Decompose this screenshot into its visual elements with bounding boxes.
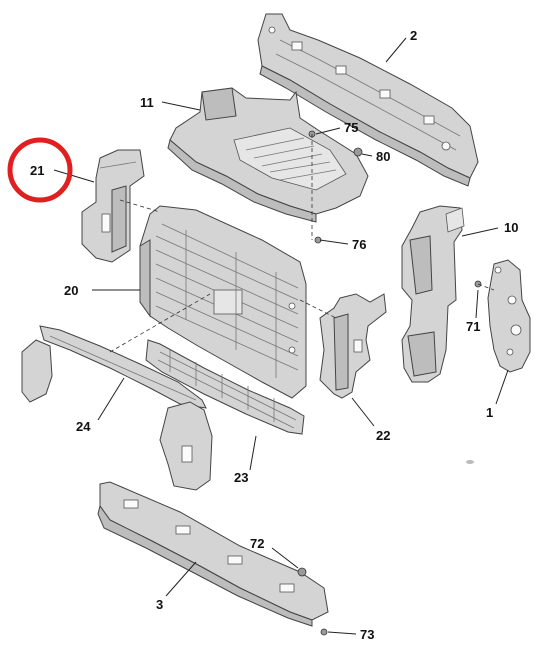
highlight-circle: [7, 137, 73, 203]
assembly-lines: [109, 134, 495, 353]
part-24-lower-beam[interactable]: [21, 325, 213, 491]
part-2-upper-crossmember[interactable]: [257, 13, 479, 187]
fastener-80: [353, 147, 363, 157]
part-23-lower-shutter[interactable]: [145, 339, 305, 435]
part-11-air-guide-tray[interactable]: [167, 87, 369, 223]
callout-20[interactable]: 20: [64, 283, 78, 298]
callout-3[interactable]: 3: [156, 597, 163, 612]
small-mark: [466, 460, 474, 464]
callout-71[interactable]: 71: [466, 319, 480, 334]
part-20-front-end-frame[interactable]: [139, 205, 307, 399]
callout-24[interactable]: 24: [76, 419, 91, 434]
part-1-right-bracket[interactable]: [487, 259, 531, 373]
part-3-lower-crossmember[interactable]: [97, 481, 329, 627]
callout-21[interactable]: 21: [30, 163, 44, 178]
part-10-right-deflector[interactable]: [401, 205, 465, 383]
part-22-right-seal[interactable]: [319, 293, 387, 399]
callout-76[interactable]: 76: [352, 237, 366, 252]
callout-73[interactable]: 73: [360, 627, 374, 642]
fastener-72: [297, 567, 307, 577]
callout-1[interactable]: 1: [486, 405, 493, 420]
callout-75[interactable]: 75: [344, 120, 358, 135]
leader-lines: [53, 37, 509, 635]
callout-10[interactable]: 10: [504, 220, 518, 235]
callout-2[interactable]: 2: [410, 28, 417, 43]
callout-11[interactable]: 11: [140, 95, 154, 110]
part-21-left-seal[interactable]: [81, 149, 145, 263]
fastener-73: [320, 628, 328, 636]
callout-23[interactable]: 23: [234, 470, 248, 485]
callout-72[interactable]: 72: [250, 536, 264, 551]
callout-22[interactable]: 22: [376, 428, 390, 443]
callout-80[interactable]: 80: [376, 149, 390, 164]
